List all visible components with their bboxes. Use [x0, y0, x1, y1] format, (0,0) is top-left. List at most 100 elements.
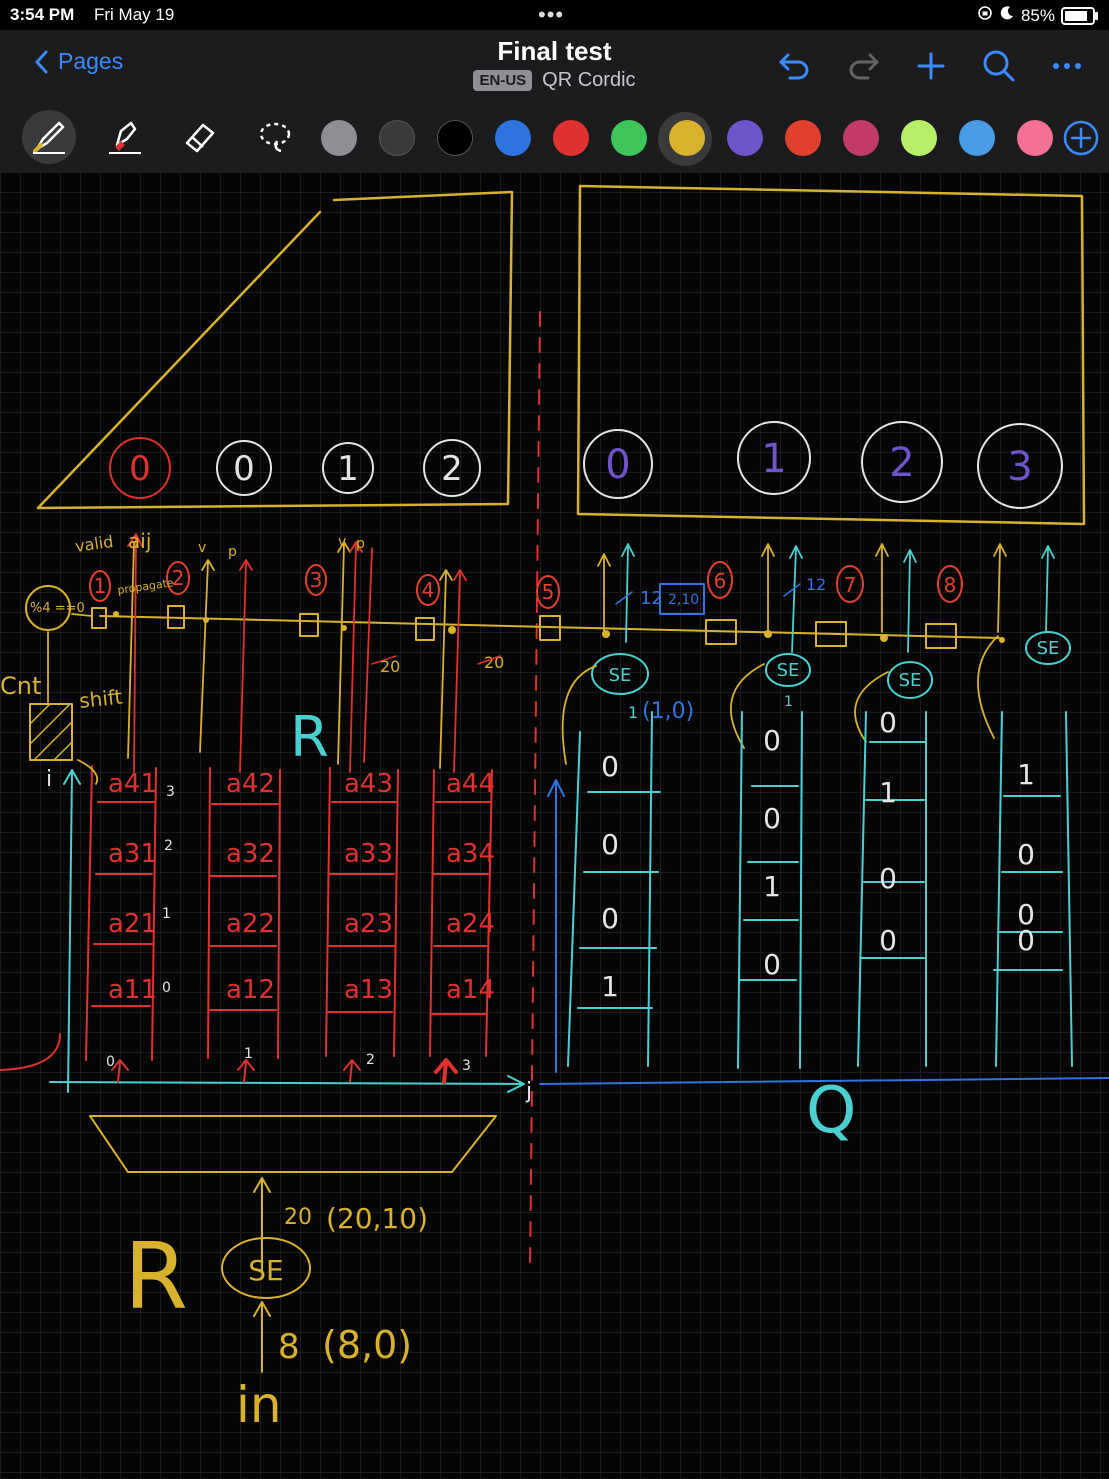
se-label-1: SE — [609, 665, 632, 686]
nav-actions — [775, 46, 1087, 86]
color-swatch-13[interactable] — [1017, 120, 1053, 156]
undo-button[interactable] — [775, 46, 815, 86]
r-cell: a22 — [226, 909, 275, 939]
r-cell: a32 — [226, 839, 275, 869]
color-swatch-8[interactable] — [727, 120, 763, 156]
color-swatch-11[interactable] — [901, 120, 937, 156]
q-cell: 0 — [601, 750, 619, 783]
multitask-dots-icon[interactable]: ••• — [538, 2, 564, 28]
right-num-3: 3 — [1007, 444, 1032, 490]
r-cell: a43 — [344, 769, 393, 799]
left-num-3: 2 — [441, 449, 463, 489]
q-columns — [568, 712, 1072, 1068]
r-big-label: R — [290, 705, 329, 770]
r-cell: a33 — [344, 839, 393, 869]
r-cell: a12 — [226, 975, 275, 1005]
q-cell: 0 — [763, 802, 781, 835]
width-8: 8 — [278, 1327, 300, 1367]
q-cell: 1 — [879, 776, 897, 809]
q-up-arrows — [598, 544, 1054, 652]
r-cell: a14 — [446, 975, 495, 1005]
q-cell: 0 — [763, 948, 781, 981]
eraser-tool[interactable] — [172, 110, 226, 164]
plus-circle-icon — [1063, 120, 1099, 156]
color-swatch-12[interactable] — [959, 120, 995, 156]
q-cell: 0 — [879, 706, 897, 739]
j-axis — [50, 1076, 524, 1092]
add-page-button[interactable] — [911, 46, 951, 86]
search-button[interactable] — [979, 46, 1019, 86]
r-cell: a23 — [344, 909, 393, 939]
q-axis-up — [548, 780, 564, 1072]
fmt-2-10: 2,10 — [668, 592, 699, 608]
stage-label-7: 7 — [844, 573, 857, 597]
right-num-0: 0 — [605, 442, 630, 488]
q-cells: 0001001001001000 — [601, 706, 1035, 1003]
col-idx-0: 0 — [106, 1054, 115, 1070]
drawing-toolbar — [0, 102, 1109, 173]
eraser-icon — [179, 119, 219, 155]
stage-label-8: 8 — [944, 573, 957, 597]
lasso-tool[interactable] — [248, 110, 302, 164]
propagate-label: propagate — [117, 576, 175, 597]
se-bottom-label: SE — [248, 1254, 283, 1287]
row-idx-1: 1 — [162, 906, 171, 922]
color-swatch-3[interactable] — [437, 120, 473, 156]
stage-label-5: 5 — [542, 580, 555, 604]
pen-tool[interactable] — [22, 110, 76, 164]
width-20-b: 20 — [484, 653, 504, 672]
p-label-1: p — [228, 544, 237, 560]
p-label-2: p — [356, 536, 365, 552]
color-swatch-7[interactable] — [669, 120, 705, 156]
color-swatch-4[interactable] — [495, 120, 531, 156]
status-bar: 3:54 PM Fri May 19 ••• 85% — [0, 0, 1109, 30]
notebook-name: QR Cordic — [542, 69, 635, 92]
r-cell: a11 — [108, 975, 157, 1005]
nav-bar: Pages Final test EN-US QR Cordic — [0, 30, 1109, 102]
v-label-1: v — [198, 540, 206, 556]
cnt-label: Cnt — [0, 672, 41, 700]
row-idx-2: 2 — [164, 838, 173, 854]
color-swatch-9[interactable] — [785, 120, 821, 156]
language-badge[interactable]: EN-US — [473, 70, 532, 91]
color-swatch-5[interactable] — [553, 120, 589, 156]
mod-label: %4 ==0 — [30, 601, 85, 616]
stage-label-circles — [90, 562, 962, 608]
se-label-4: SE — [1037, 638, 1060, 659]
highlighter-tool[interactable] — [98, 110, 152, 164]
notes-canvas[interactable]: 0 0 1 2 0 1 2 3 — [0, 172, 1109, 1479]
battery-icon — [1061, 7, 1095, 25]
more-button[interactable] — [1047, 46, 1087, 86]
color-swatch-1[interactable] — [321, 120, 357, 156]
width-20-in: 20 — [284, 1205, 312, 1230]
orientation-lock-icon — [977, 5, 993, 26]
add-color-button[interactable] — [1063, 120, 1099, 156]
ellipsis-icon — [1052, 61, 1082, 71]
r-cell: a34 — [446, 839, 495, 869]
width-1-b: 1 — [784, 694, 793, 710]
color-swatch-2[interactable] — [379, 120, 415, 156]
in-label: in — [236, 1376, 282, 1434]
se-label-2: SE — [777, 660, 800, 681]
r-cell: a21 — [108, 909, 157, 939]
moon-icon — [999, 5, 1015, 26]
plus-icon — [916, 51, 946, 81]
q-cell: 0 — [763, 724, 781, 757]
valid-label: valid — [74, 532, 115, 556]
mux-trapezoid — [90, 1116, 496, 1172]
q-cell: 0 — [1017, 838, 1035, 871]
q-cell: 1 — [1017, 758, 1035, 791]
lasso-icon — [255, 119, 295, 155]
r-cell: a42 — [226, 769, 275, 799]
q-big-label: Q — [806, 1074, 856, 1148]
color-swatch-10[interactable] — [843, 120, 879, 156]
redo-button[interactable] — [843, 46, 883, 86]
divider-dashed-line — [530, 312, 540, 1272]
r-cell: a13 — [344, 975, 393, 1005]
se-label-3: SE — [899, 670, 922, 691]
q-cell: 1 — [601, 970, 619, 1003]
right-num-2: 2 — [889, 440, 914, 486]
pen-icon — [29, 119, 69, 155]
shift-label: shift — [78, 685, 124, 713]
color-swatch-6[interactable] — [611, 120, 647, 156]
